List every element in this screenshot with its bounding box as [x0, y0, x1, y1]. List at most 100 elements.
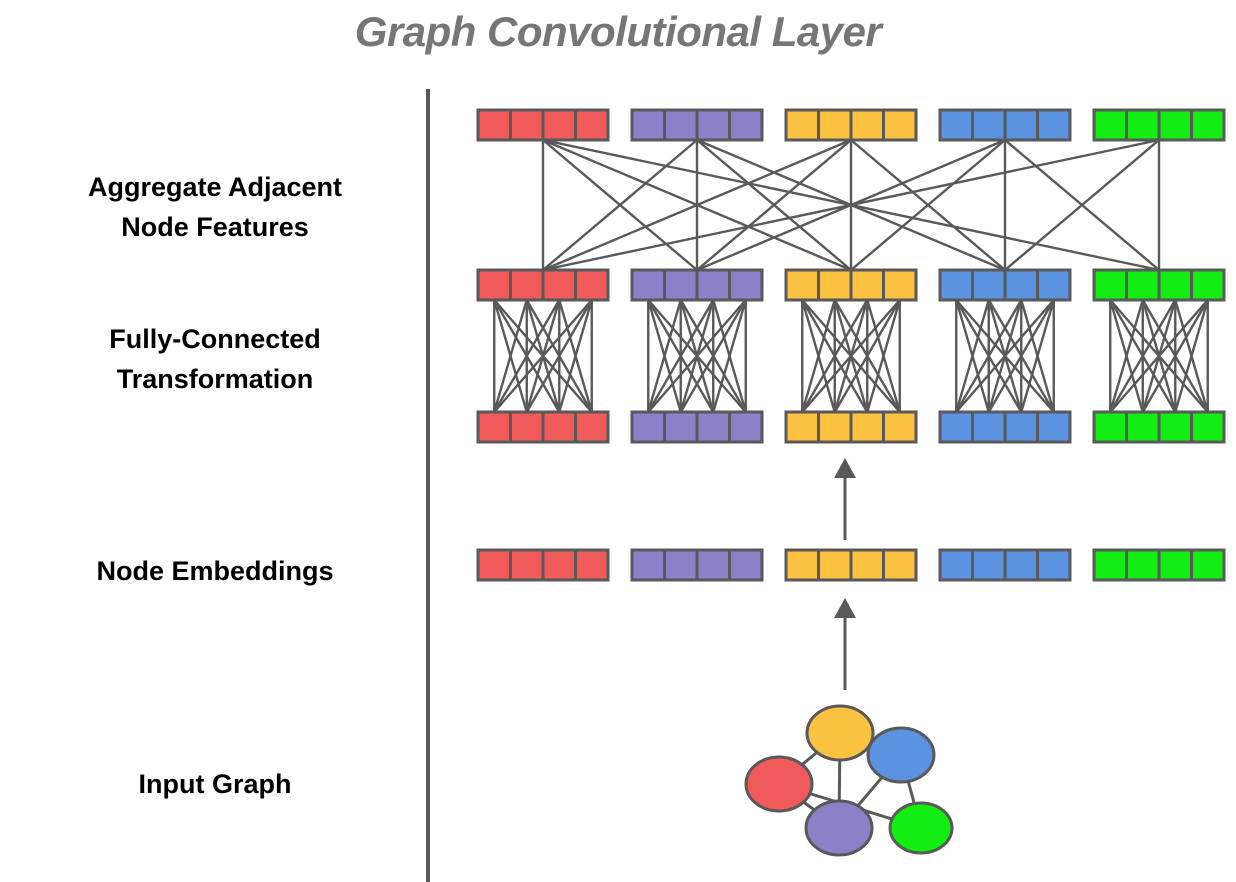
- graph-node-blue[interactable]: [866, 726, 936, 784]
- vector-cell: [817, 268, 853, 302]
- vector-cell: [817, 410, 853, 444]
- vector-cell: [1190, 548, 1226, 582]
- vector-cell: [817, 108, 853, 142]
- graph-node-green[interactable]: [888, 801, 954, 855]
- graph-node-purple[interactable]: [804, 799, 874, 857]
- vector-cell: [882, 410, 918, 444]
- vector-cell: [1036, 108, 1072, 142]
- fc-edge: [1109, 299, 1209, 413]
- vector-cell: [938, 548, 974, 582]
- aggregation-edge: [542, 139, 698, 271]
- vector-cell: [1157, 108, 1193, 142]
- vector-cell: [541, 268, 577, 302]
- fc-edge: [1109, 299, 1177, 413]
- graph-to-embeddings-arrow: [834, 598, 856, 690]
- vector-cell: [476, 268, 512, 302]
- vector-cell: [849, 548, 885, 582]
- transformed-embeddings-purple: [630, 268, 764, 302]
- fc-edge: [1109, 299, 1144, 413]
- vector-cell: [882, 548, 918, 582]
- arrow-head: [834, 598, 856, 618]
- vector-cell: [971, 410, 1007, 444]
- fc-edge: [647, 299, 715, 413]
- vector-cell: [1125, 410, 1161, 444]
- vector-cell: [817, 548, 853, 582]
- aggregation-edge: [542, 138, 1160, 272]
- label-aggregate-adjacent-node-features: Aggregate Adjacent Node Features: [87, 172, 343, 242]
- flow-arrows: [834, 458, 856, 690]
- fc-edge: [1020, 299, 1055, 413]
- vector-cell: [541, 410, 577, 444]
- vector-cell: [938, 108, 974, 142]
- vector-cell: [728, 108, 764, 142]
- vector-bars: [476, 108, 1226, 582]
- fc-edge: [647, 299, 747, 413]
- fc-input-embeddings-purple: [630, 410, 764, 444]
- aggregated-features-red: [476, 108, 610, 142]
- vector-cell: [1003, 108, 1039, 142]
- fc-input-embeddings-green: [1092, 410, 1226, 444]
- vector-cell: [663, 268, 699, 302]
- vector-cell: [1125, 548, 1161, 582]
- vector-cell: [630, 410, 666, 444]
- vector-cell: [1003, 410, 1039, 444]
- fc-input-embeddings-yellow: [784, 410, 918, 444]
- vector-cell: [728, 268, 764, 302]
- vector-cell: [1036, 410, 1072, 444]
- fc-edge: [866, 299, 901, 413]
- aggregation-edge: [850, 139, 1006, 271]
- label-node-embeddings: Node Embeddings: [96, 556, 334, 586]
- vector-cell: [1190, 268, 1226, 302]
- vector-cell: [971, 548, 1007, 582]
- vector-cell: [630, 548, 666, 582]
- transformed-embeddings-yellow: [784, 268, 918, 302]
- vector-cell: [971, 268, 1007, 302]
- aggregated-features-purple: [630, 108, 764, 142]
- vector-cell: [882, 108, 918, 142]
- embeddings-to-fc-arrow: [834, 458, 856, 540]
- vector-cell: [574, 548, 610, 582]
- vector-cell: [476, 410, 512, 444]
- fc-input-embeddings-red: [476, 410, 610, 444]
- fc-edge: [801, 299, 901, 413]
- aggregation-edge: [1004, 139, 1160, 271]
- fc-edge: [1141, 299, 1209, 413]
- fc-edge: [801, 299, 836, 413]
- vector-cell: [509, 108, 545, 142]
- vector-cell: [1003, 548, 1039, 582]
- vector-cell: [1092, 410, 1128, 444]
- node-embeddings-purple: [630, 548, 764, 582]
- vector-cell: [849, 108, 885, 142]
- fc-edge: [712, 299, 747, 413]
- vector-cell: [476, 548, 512, 582]
- vector-cell: [541, 108, 577, 142]
- vector-cell: [663, 410, 699, 444]
- fc-edge: [955, 299, 990, 413]
- vector-cell: [1036, 548, 1072, 582]
- vector-cell: [1092, 268, 1128, 302]
- vector-cell: [784, 268, 820, 302]
- vector-cell: [784, 108, 820, 142]
- vector-cell: [1157, 548, 1193, 582]
- fc-edge: [801, 299, 869, 413]
- vector-cell: [1157, 268, 1193, 302]
- fc-edge: [493, 299, 561, 413]
- node-embeddings-red: [476, 548, 610, 582]
- graph-node-yellow[interactable]: [805, 704, 875, 762]
- vector-cell: [695, 108, 731, 142]
- vector-cell: [882, 268, 918, 302]
- arrow-head: [834, 458, 856, 478]
- transformed-embeddings-green: [1092, 268, 1226, 302]
- vector-cell: [574, 108, 610, 142]
- vector-cell: [938, 268, 974, 302]
- vector-cell: [476, 108, 512, 142]
- vector-cell: [509, 548, 545, 582]
- connection-lines: [493, 138, 1209, 413]
- graph-node-red[interactable]: [744, 755, 814, 813]
- vector-cell: [695, 548, 731, 582]
- fc-edge: [987, 299, 1055, 413]
- vector-cell: [630, 268, 666, 302]
- node-embeddings-green: [1092, 548, 1226, 582]
